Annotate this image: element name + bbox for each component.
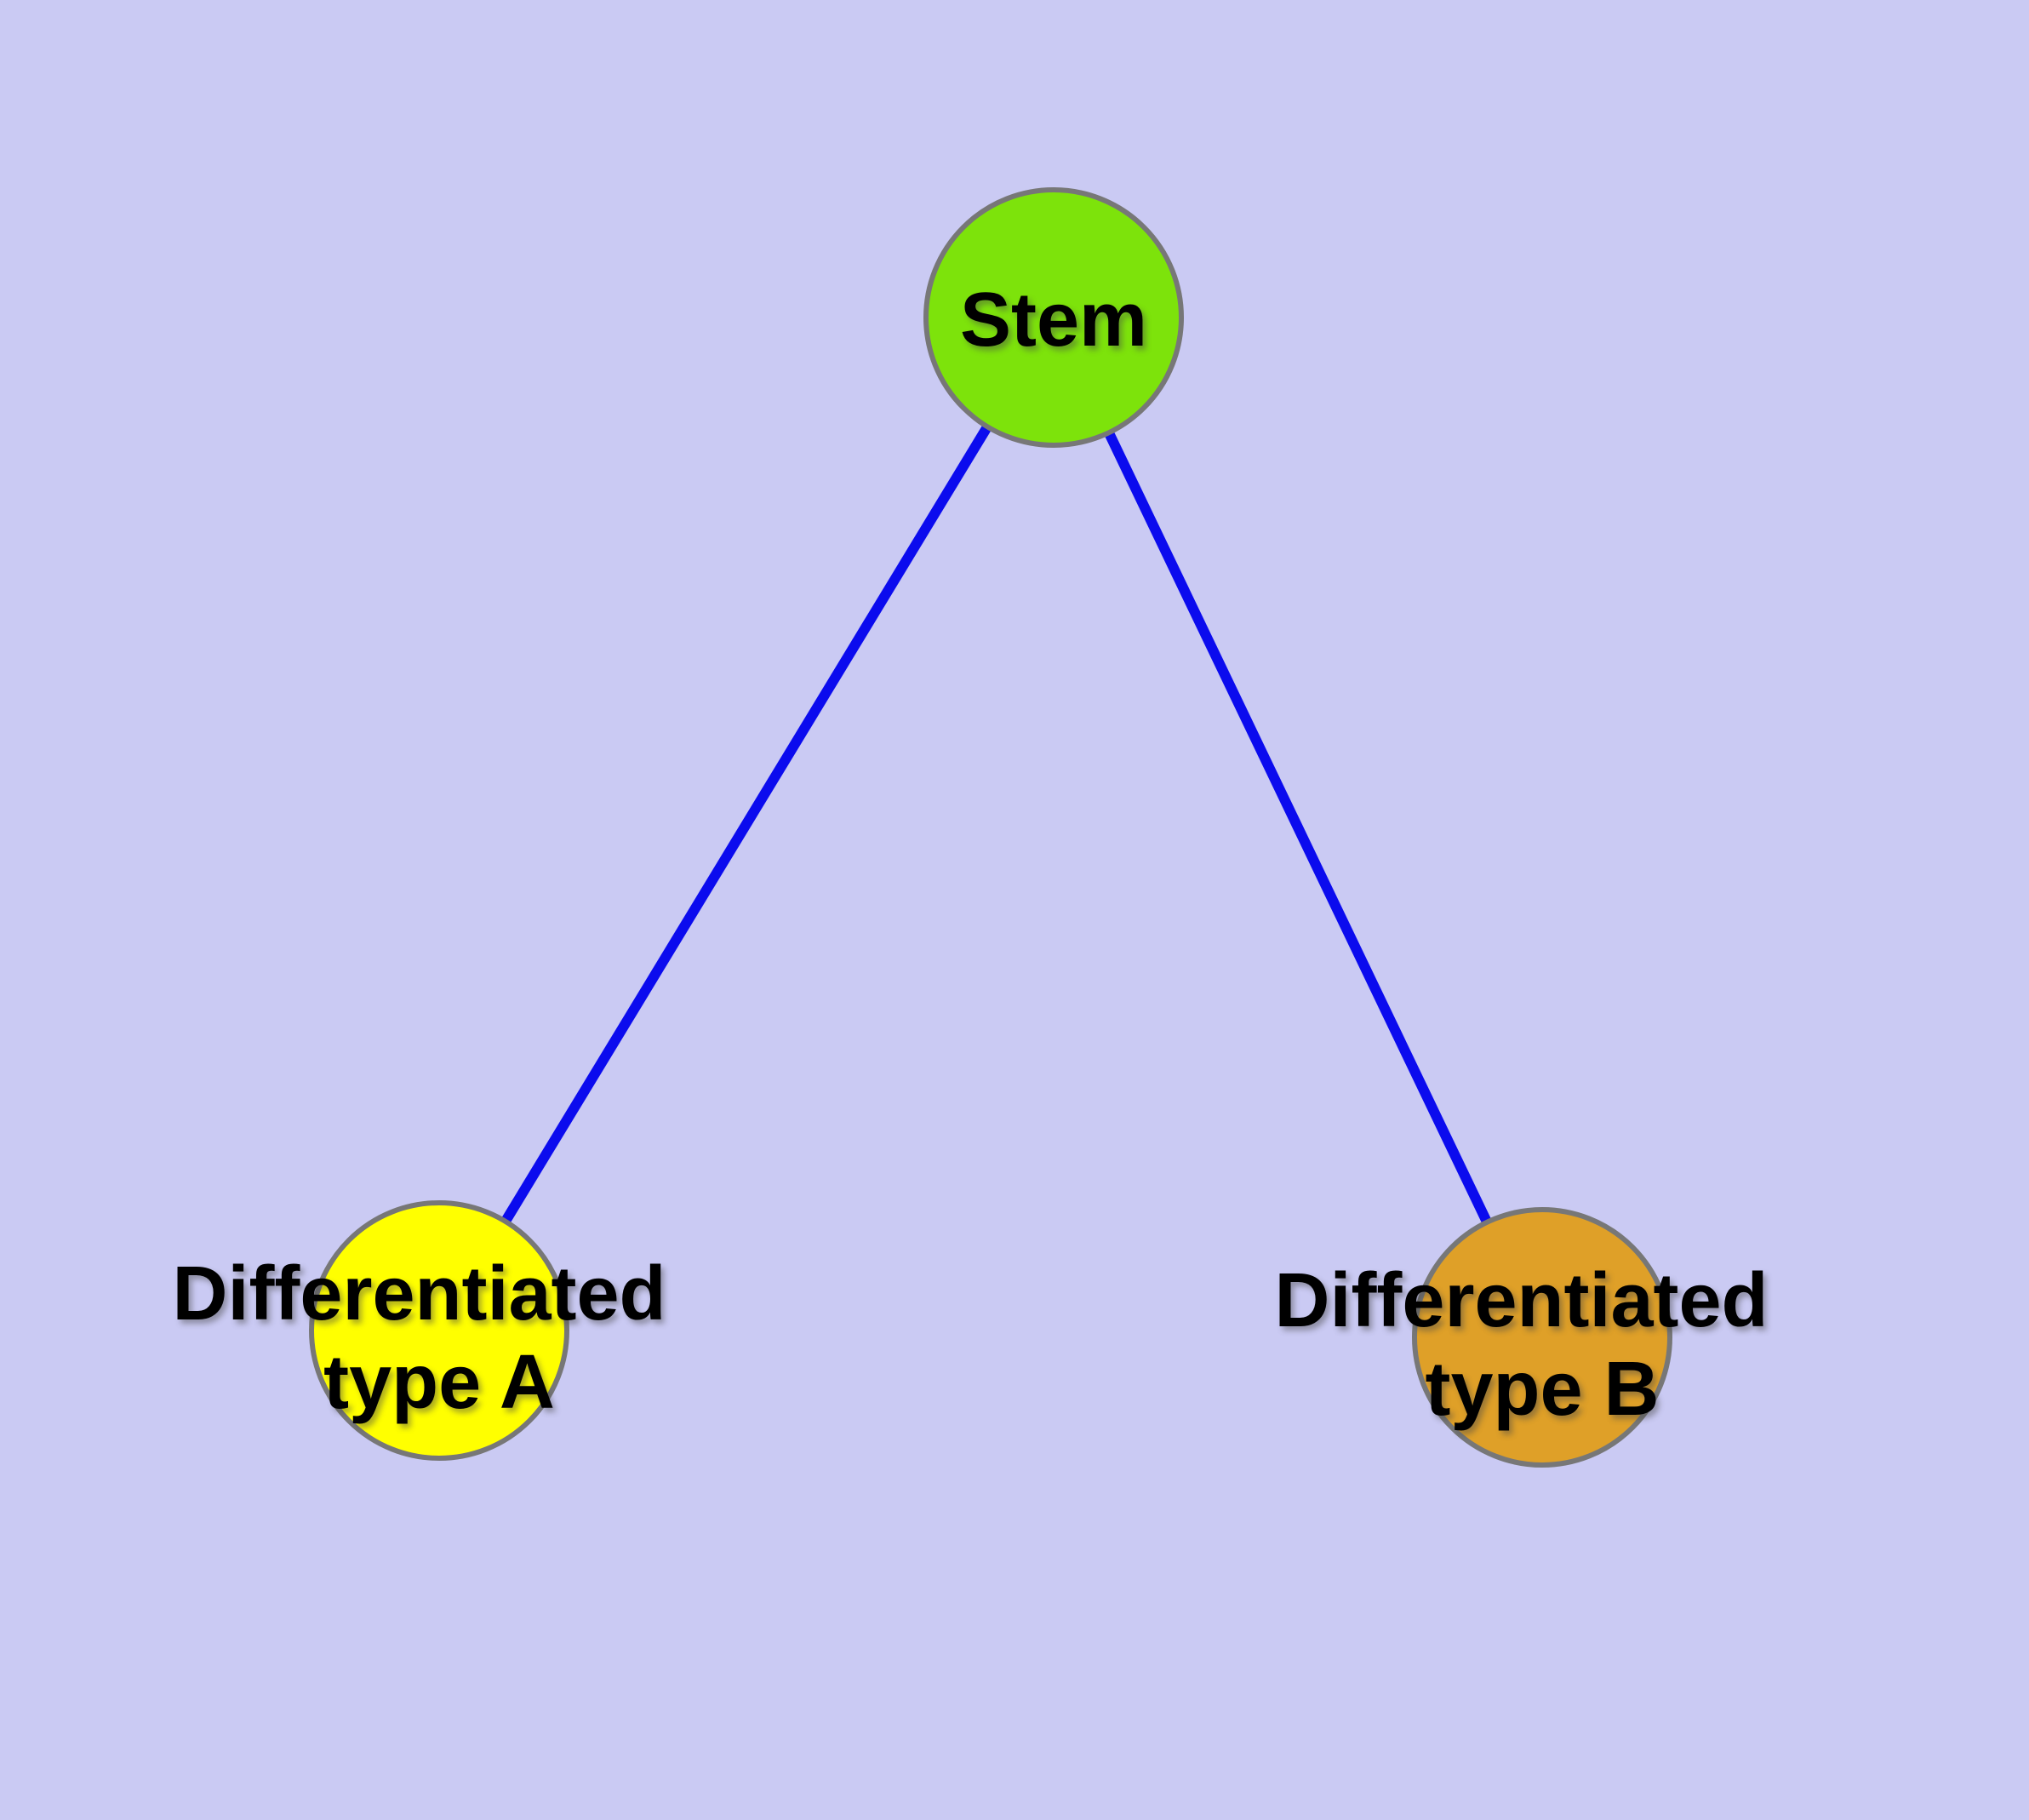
- node-differentiated-type-a-label-line1: Differentiated: [172, 1251, 666, 1336]
- node-stem-label: Stem: [960, 278, 1147, 363]
- node-stem-circle: [923, 187, 1184, 448]
- node-differentiated-type-b-label-line1: Differentiated: [1274, 1258, 1768, 1343]
- edge-stem-to-type-a: [434, 314, 1059, 1334]
- node-differentiated-type-b-circle: [1412, 1207, 1672, 1468]
- node-differentiated-type-b: Differentiated type B: [1274, 1207, 1789, 1468]
- node-stem: Stem: [923, 187, 1184, 448]
- edge-stem-to-type-b: [1049, 315, 1547, 1340]
- node-differentiated-type-b-label: Differentiated type B: [1274, 1258, 1789, 1432]
- node-differentiated-type-a-label: Differentiated type A: [172, 1251, 687, 1425]
- node-differentiated-type-a: Differentiated type A: [172, 1200, 687, 1461]
- node-differentiated-type-a-label-line2: type A: [323, 1340, 555, 1425]
- node-differentiated-type-b-label-line2: type B: [1425, 1347, 1659, 1432]
- node-differentiated-type-a-circle: [309, 1200, 569, 1461]
